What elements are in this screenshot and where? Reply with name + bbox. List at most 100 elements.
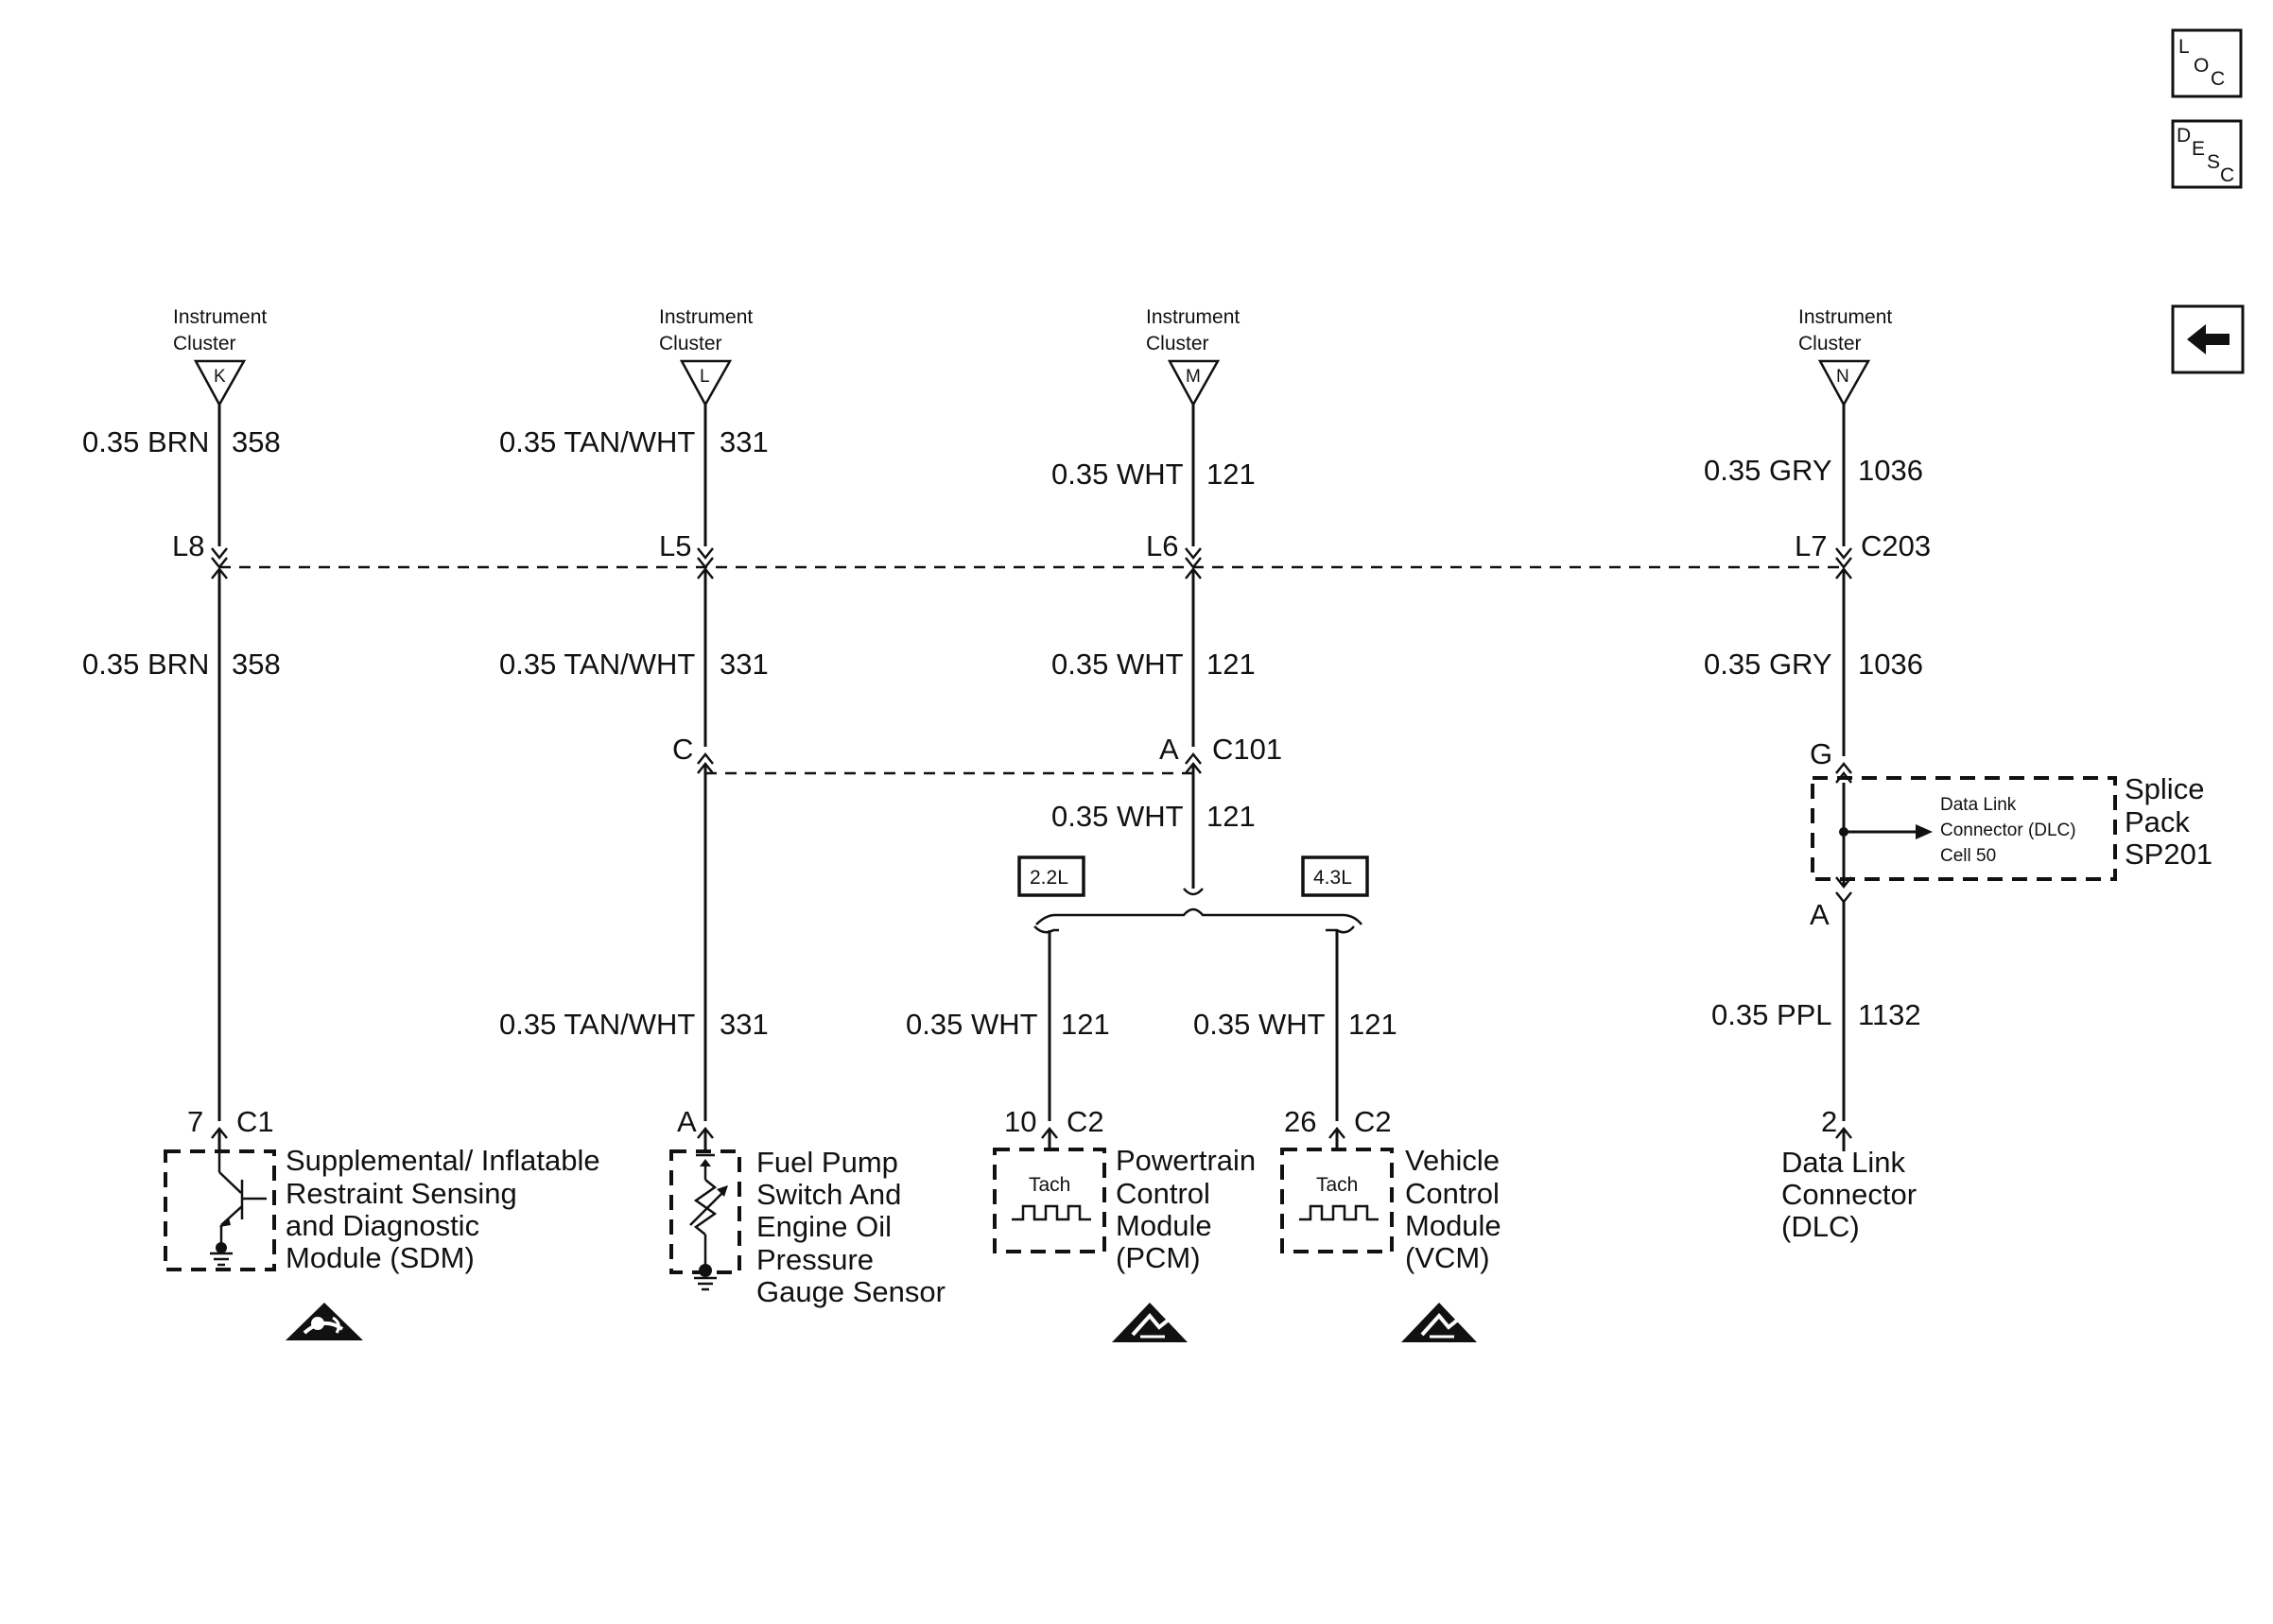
connector-name: C2 — [1067, 1105, 1104, 1138]
wire-label: 0.35 GRY — [1704, 648, 1832, 681]
back-button[interactable] — [2171, 304, 2245, 374]
wire-label: 0.35 BRN — [82, 425, 209, 458]
component-label: Vehicle — [1405, 1144, 1500, 1177]
component-label: and Diagnostic — [286, 1209, 479, 1242]
wire-label: 0.35 BRN — [82, 648, 209, 681]
splice-pack-sp201: Data Link Connector (DLC) Cell 50 Splice… — [1811, 772, 2212, 881]
svg-text:4.3L: 4.3L — [1313, 867, 1352, 889]
terminal-m: Instrument Cluster M — [1146, 306, 1240, 407]
connector-name: C1 — [236, 1105, 274, 1138]
back-arrow-icon — [2187, 324, 2230, 354]
connector-name: C101 — [1212, 733, 1282, 766]
esd-warning-icon — [1112, 1303, 1188, 1342]
connector-pin: G — [1810, 737, 1832, 770]
svg-text:Instrument: Instrument — [173, 306, 267, 328]
component-label: Pressure — [756, 1243, 874, 1276]
circuit-1036 — [1835, 405, 1852, 1151]
component-label: Supplemental/ Inflatable — [286, 1144, 600, 1177]
svg-text:SP201: SP201 — [2125, 838, 2212, 871]
svg-text:Instrument: Instrument — [659, 306, 753, 328]
svg-text:Cluster: Cluster — [659, 333, 722, 354]
svg-text:Cluster: Cluster — [1146, 333, 1209, 354]
circuit-number: 1036 — [1858, 454, 1923, 487]
svg-text:M: M — [1186, 367, 1201, 387]
option-box-2-2l: 2.2L — [1017, 855, 1085, 897]
terminal-n: Instrument Cluster N — [1798, 306, 1892, 407]
circuit-number: 331 — [720, 648, 769, 681]
circuit-number: 121 — [1206, 648, 1256, 681]
connector-pin: A — [1159, 733, 1179, 766]
circuit-number: 121 — [1061, 1008, 1110, 1041]
pcm-module: Tach — [993, 1148, 1106, 1253]
airbag-warning-icon — [286, 1303, 363, 1340]
svg-text:Connector (DLC): Connector (DLC) — [1940, 821, 2076, 840]
connector-pin: A — [1810, 898, 1830, 931]
svg-text:Splice: Splice — [2125, 772, 2204, 805]
component-label: Switch And — [756, 1178, 901, 1211]
svg-text:Cluster: Cluster — [1798, 333, 1862, 354]
wire-label: 0.35 WHT — [1051, 648, 1184, 681]
circuit-number: 358 — [232, 648, 281, 681]
component-label: (VCM) — [1405, 1241, 1490, 1274]
terminal-k: Instrument Cluster K — [173, 306, 267, 407]
svg-text:2.2L: 2.2L — [1030, 867, 1068, 889]
wire-label: 0.35 TAN/WHT — [499, 648, 695, 681]
component-label: (DLC) — [1781, 1210, 1860, 1243]
connector-pin: L8 — [172, 529, 204, 562]
wire-label: 0.35 WHT — [1193, 1008, 1326, 1041]
connector-pin: A — [677, 1105, 697, 1138]
svg-text:Tach: Tach — [1316, 1174, 1358, 1196]
wire-label: 0.35 GRY — [1704, 454, 1832, 487]
component-label: Gauge Sensor — [756, 1275, 946, 1308]
connector-pin: L6 — [1146, 529, 1178, 562]
terminal-l: Instrument Cluster L — [659, 306, 753, 407]
component-label: Control — [1405, 1177, 1500, 1210]
connector-pin: 2 — [1821, 1105, 1837, 1138]
vcm-module: Tach — [1280, 1148, 1394, 1253]
connector-pin: C — [672, 733, 693, 766]
svg-text:C: C — [2220, 164, 2234, 186]
connector-name: C2 — [1354, 1105, 1392, 1138]
svg-text:Instrument: Instrument — [1798, 306, 1892, 328]
component-label: Module (SDM) — [286, 1241, 475, 1274]
sdm-module — [164, 1149, 276, 1271]
svg-text:O: O — [2194, 55, 2209, 77]
wire-label: 0.35 WHT — [1051, 800, 1184, 833]
component-label: Module — [1405, 1209, 1501, 1242]
svg-text:C: C — [2211, 68, 2225, 90]
oil-pressure-sensor — [669, 1149, 741, 1291]
wire-label: 0.35 PPL — [1711, 998, 1832, 1031]
circuit-331 — [697, 405, 714, 1151]
wire-label: 0.35 WHT — [1051, 458, 1184, 491]
component-label: Restraint Sensing — [286, 1177, 517, 1210]
connector-pin: L7 — [1795, 529, 1827, 562]
wire-label: 0.35 WHT — [906, 1008, 1038, 1041]
svg-text:Data Link: Data Link — [1940, 795, 2017, 815]
wire-label: 0.35 TAN/WHT — [499, 1008, 695, 1041]
circuit-number: 331 — [720, 425, 769, 458]
wire-label: 0.35 TAN/WHT — [499, 425, 695, 458]
component-label: (PCM) — [1116, 1241, 1201, 1274]
svg-text:Instrument: Instrument — [1146, 306, 1240, 328]
component-label: Engine Oil — [756, 1210, 892, 1243]
svg-text:N: N — [1836, 367, 1849, 387]
option-box-4-3l: 4.3L — [1301, 855, 1369, 897]
svg-text:Cell 50: Cell 50 — [1940, 846, 1996, 866]
component-label: Fuel Pump — [756, 1146, 898, 1179]
circuit-number: 121 — [1206, 800, 1256, 833]
svg-text:Tach: Tach — [1029, 1174, 1070, 1196]
circuit-number: 358 — [232, 425, 281, 458]
loc-button[interactable]: L O C — [2171, 28, 2243, 98]
svg-text:L: L — [2178, 36, 2190, 58]
connector-pin: 26 — [1284, 1105, 1316, 1138]
component-label: Data Link — [1781, 1146, 1905, 1179]
component-label: Control — [1116, 1177, 1210, 1210]
circuit-number: 121 — [1348, 1008, 1397, 1041]
svg-text:K: K — [214, 367, 226, 387]
desc-button[interactable]: D E S C — [2171, 119, 2243, 189]
circuit-number: 1036 — [1858, 648, 1923, 681]
connector-pin: 7 — [187, 1105, 203, 1138]
circuit-number: 1132 — [1858, 998, 1921, 1031]
svg-text:D: D — [2177, 125, 2191, 147]
svg-text:E: E — [2192, 138, 2205, 160]
